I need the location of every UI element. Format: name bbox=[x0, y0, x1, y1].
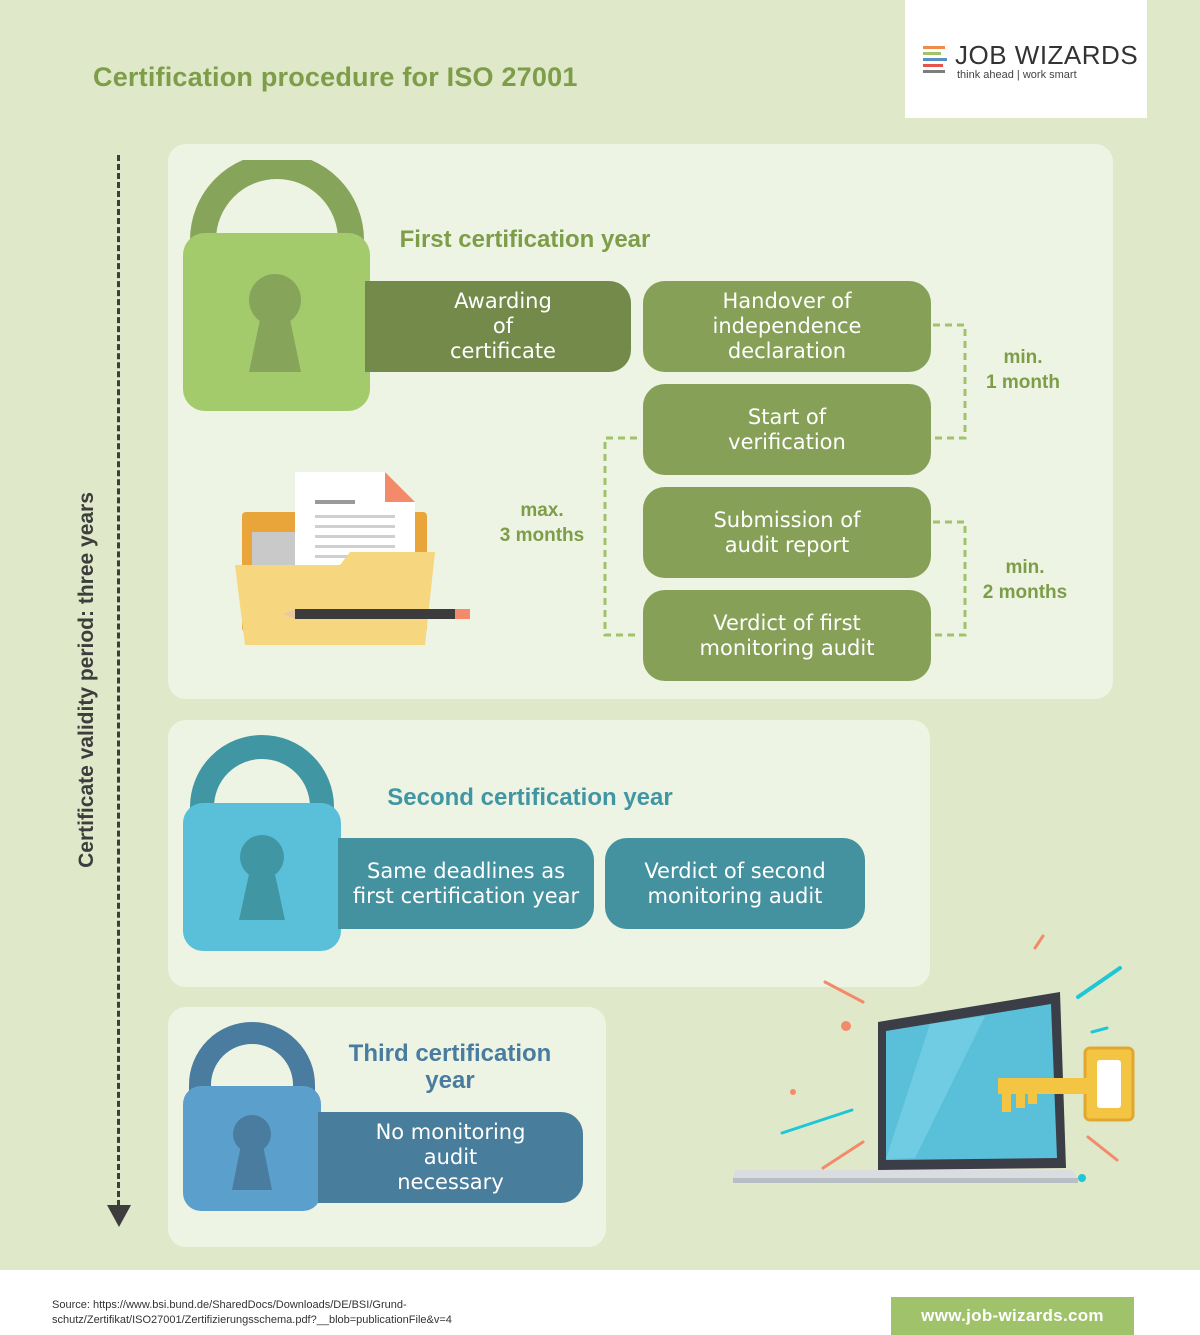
step-verdict-first-audit: Verdict of first monitoring audit bbox=[643, 590, 931, 681]
source-citation: Source: https://www.bsi.bund.de/SharedDo… bbox=[52, 1299, 452, 1326]
duration-brackets bbox=[603, 323, 967, 637]
note-min-1-month: min. 1 month bbox=[986, 347, 1060, 393]
step-submission-report: Submission of audit report bbox=[643, 487, 931, 578]
logo-tagline: think ahead | work smart bbox=[957, 69, 1077, 81]
laptop-key-icon bbox=[733, 934, 1135, 1183]
lock-teal-icon bbox=[183, 735, 341, 951]
lock-green-icon bbox=[183, 160, 370, 411]
lock-blue-icon bbox=[183, 1022, 321, 1211]
logo-bars-icon bbox=[923, 46, 947, 76]
note-min-2-months: min. 2 months bbox=[982, 557, 1068, 603]
folder-documents-icon bbox=[235, 472, 470, 645]
logo: JOB WIZARDS think ahead | work smart bbox=[905, 0, 1147, 118]
website-link[interactable]: www.job-wizards.com bbox=[891, 1297, 1134, 1335]
step-no-audit: No monitoring audit necessary bbox=[318, 1112, 583, 1203]
year2-title: Second certification year bbox=[387, 784, 673, 811]
year3-title: Third certification year bbox=[348, 1040, 552, 1094]
page-title: Certification procedure for ISO 27001 bbox=[93, 62, 578, 92]
step-same-deadlines: Same deadlines as first certification ye… bbox=[338, 838, 594, 929]
step-handover: Handover of independence declaration bbox=[643, 281, 931, 372]
step-verdict-second-audit: Verdict of second monitoring audit bbox=[605, 838, 865, 929]
logo-name: JOB WIZARDS bbox=[955, 40, 1139, 70]
award-certificate-box: Awarding of certificate bbox=[365, 281, 631, 372]
footer: Source: https://www.bsi.bund.de/SharedDo… bbox=[0, 1270, 1200, 1335]
step-start-verification: Start of verification bbox=[643, 384, 931, 475]
year1-title: First certification year bbox=[399, 226, 651, 253]
arrow-down-icon bbox=[107, 1205, 131, 1227]
note-max-3-months: max. 3 months bbox=[499, 500, 585, 546]
timeline-axis bbox=[117, 155, 120, 1215]
timeline-label: Certificate validity period: three years bbox=[75, 492, 98, 868]
